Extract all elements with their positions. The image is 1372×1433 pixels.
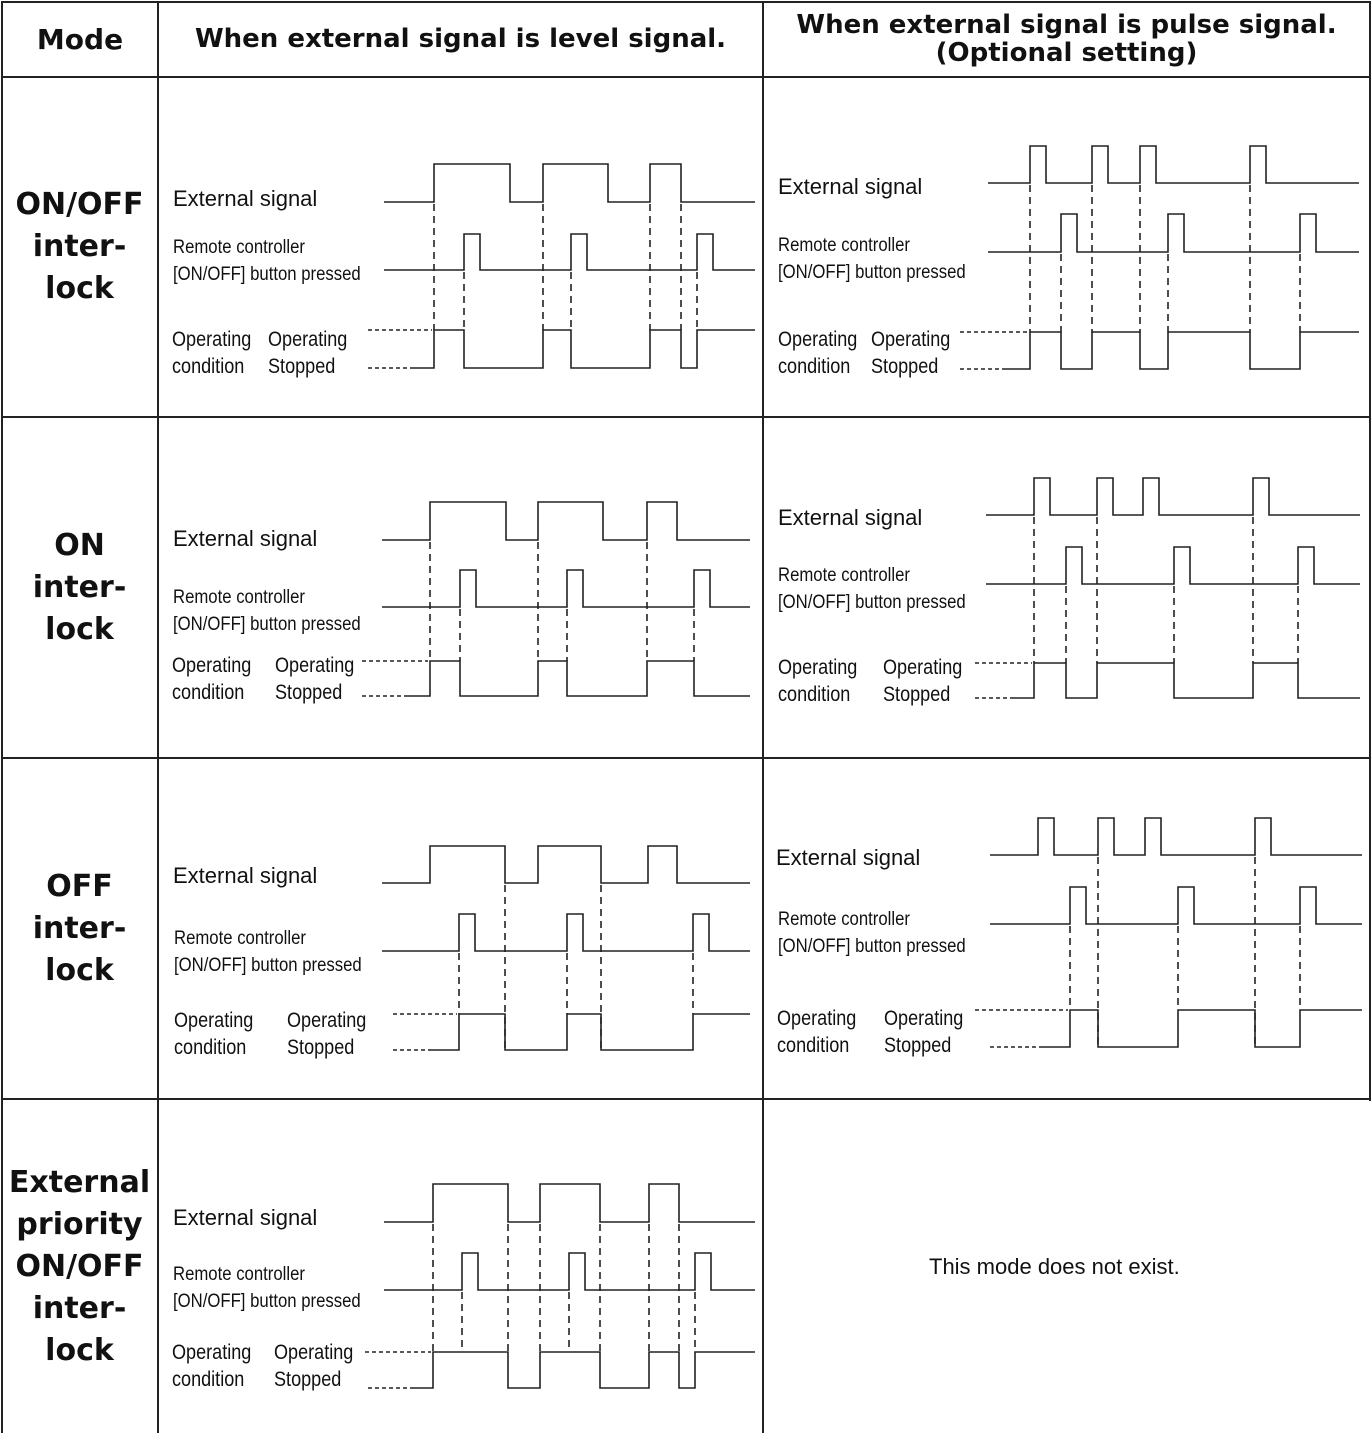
header-divider [1,76,1371,78]
row-divider-1 [1,416,1371,418]
remote-button-trace [990,886,1362,925]
waveform-external-priority-level [365,1183,755,1389]
external-signal-label: External signal [173,863,318,888]
waveform-on-off-level [368,163,755,369]
state-dashes [393,1013,457,1051]
sync-dashes [1029,185,1301,332]
table-border-left [1,1,3,1433]
external-signal-label: External signal [776,845,921,870]
remote-button-trace [382,569,750,608]
state-dashes [368,329,432,369]
row-divider-3 [1,1098,1371,1100]
row-divider-2 [1,757,1371,759]
remote-controller-label: Remote controller[ON/OFF] button pressed [778,235,966,283]
external-signal-trace [990,817,1362,856]
external-signal-trace [382,845,750,884]
remote-controller-label: Remote controller[ON/OFF] button pressed [173,1264,361,1312]
remote-controller-label: Remote controller[ON/OFF] button pressed [778,909,966,957]
external-signal-label: External signal [778,505,923,530]
operating-state-trace [1010,662,1360,699]
external-signal-label: External signal [173,526,318,551]
waveform-on-off-pulse [960,145,1359,370]
header-mode: Mode [36,22,124,56]
external-signal-label: External signal [173,1205,318,1230]
external-signal-label: External signal [778,174,923,199]
operating-state-trace [1040,1009,1362,1048]
remote-controller-label: Remote controller[ON/OFF] button pressed [174,928,362,976]
operating-state-trace [1005,331,1359,370]
external-signal-trace [986,477,1360,516]
remote-button-trace [382,913,750,952]
state-dashes [960,331,1028,370]
remote-button-trace [384,233,755,271]
table-border-top [1,1,1371,3]
column-divider-2 [762,1,764,1433]
waveform-on-pulse [975,477,1360,699]
state-dashes [975,662,1032,699]
table-border-right [1369,1,1371,1101]
sync-dashes [433,204,698,330]
waveform-off-pulse [975,817,1362,1048]
external-signal-trace [384,1183,755,1223]
waveform-on-level [362,501,750,697]
state-dashes [365,1351,431,1389]
sync-dashes [432,1224,696,1352]
operating-state-trace [410,329,755,369]
mode-not-available-note: This mode does not exist. [929,1254,1180,1279]
remote-controller-label: Remote controller[ON/OFF] button pressed [173,237,361,285]
header-level-signal: When external signal is level signal. [194,23,727,54]
external-signal-label: External signal [173,186,318,211]
state-dashes [975,1009,1068,1048]
remote-controller-label: Remote controller[ON/OFF] button pressed [778,565,966,613]
external-signal-trace [988,145,1359,184]
operating-state-trace [432,1013,750,1051]
external-signal-trace [382,501,750,541]
state-dashes [362,660,428,697]
waveform-off-level [382,845,750,1051]
remote-button-trace [384,1252,755,1291]
header-pulse-signal: When external signal is pulse signal. (O… [796,10,1337,68]
external-signal-trace [384,163,755,203]
remote-button-trace [986,546,1360,585]
operating-state-trace [406,660,750,697]
remote-button-trace [988,213,1359,253]
sync-dashes [1033,517,1299,663]
remote-controller-label: Remote controller[ON/OFF] button pressed [173,587,361,635]
sync-dashes [458,885,694,1050]
column-divider-1 [157,1,159,1433]
operating-state-trace [410,1351,755,1389]
sync-dashes [429,542,695,661]
sync-dashes [1069,857,1301,1047]
